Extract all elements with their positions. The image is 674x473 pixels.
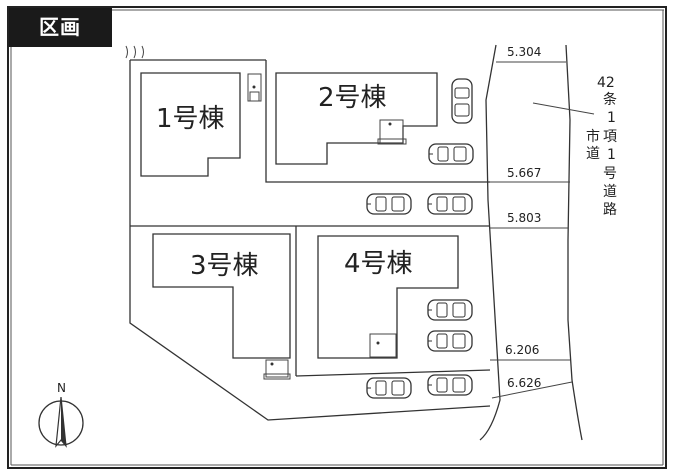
building-2-entrance: [379, 119, 404, 144]
lot4-bottom: [295, 369, 491, 377]
road-label-leader: [532, 102, 595, 115]
north-label: N: [57, 381, 66, 395]
north-arrow-fill: [61, 397, 66, 446]
building-3-label: 3号棟: [190, 251, 259, 281]
road-edge-west: [479, 44, 501, 441]
road-width-label: 5.304: [507, 45, 541, 59]
building-4-entrance: [369, 333, 397, 358]
road-type-char: 道: [586, 146, 600, 162]
building-2-door-mark: [388, 122, 392, 126]
building-2-label: 2号棟: [318, 83, 387, 113]
road-width-label: 6.626: [507, 376, 541, 390]
parking-car-vertical: [451, 78, 473, 124]
road-name-char: 道: [603, 184, 617, 200]
road-name-char: 条: [603, 91, 617, 108]
building-2-step: [377, 138, 407, 145]
building-3-entrance: [265, 359, 289, 378]
building-3-door-mark: [270, 362, 274, 366]
parking-car: [427, 330, 473, 352]
building-4-label: 4号棟: [344, 249, 413, 279]
road-width-label: 5.667: [507, 166, 541, 180]
parking-car: [366, 193, 412, 215]
outer-frame: [7, 6, 667, 469]
road-width-labels: 5.304 5.667 5.803 6.206 6.626: [505, 45, 541, 390]
dimension-lines: [490, 61, 573, 399]
road-name-char: 路: [603, 202, 617, 218]
parking-car: [428, 143, 474, 165]
building-1-door-mark: [252, 85, 256, 89]
road-type-vertical: 市 道: [586, 128, 600, 162]
road-number: 42: [597, 75, 615, 91]
road-name-char: 項: [603, 129, 617, 145]
road-edge-east: [565, 44, 583, 441]
road-type-char: 市: [586, 128, 600, 145]
parking-car: [366, 377, 412, 399]
road-name-char: 1: [607, 110, 616, 126]
parking-car: [427, 299, 473, 321]
road-width-label: 6.206: [505, 343, 539, 357]
building-3-step: [263, 373, 291, 380]
parking-car: [427, 193, 473, 215]
boundary-tick-marks: [125, 45, 144, 59]
building-1-footprint: [140, 72, 241, 177]
building-4-footprint: [317, 235, 459, 359]
site-boundary: [129, 60, 491, 421]
building-3-footprint: [152, 233, 291, 359]
building-4-door-mark: [376, 341, 380, 345]
road-name-char: 号: [603, 166, 617, 182]
building-1-label: 1号棟: [156, 104, 225, 134]
road-name-vertical: 条 1 項 1 号 道 路: [603, 91, 617, 218]
road-name-char: 1: [607, 147, 616, 163]
north-arrow: N: [38, 381, 84, 448]
section-title-tab: 区画: [8, 7, 112, 47]
road-width-label: 5.803: [507, 211, 541, 225]
parking-car: [427, 374, 473, 396]
building-1-step: [249, 91, 260, 102]
lot2-boundary: [265, 60, 490, 183]
